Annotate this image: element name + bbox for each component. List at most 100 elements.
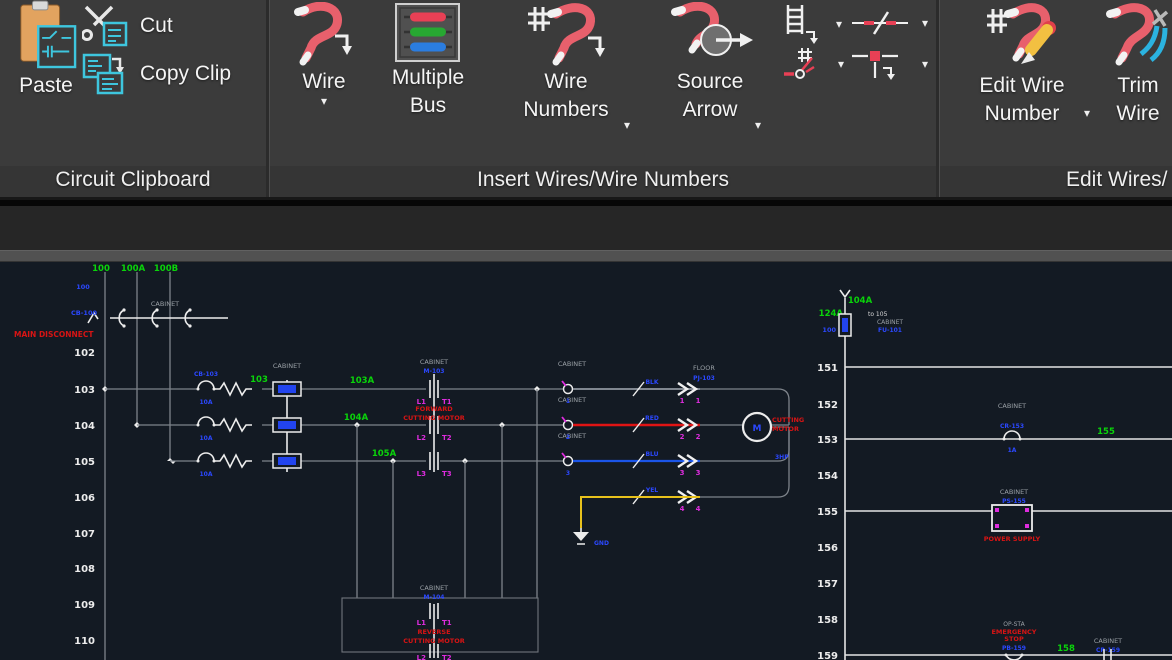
- chevron-down-icon[interactable]: ▾: [1084, 106, 1091, 120]
- wire-color-label: BLK: [645, 379, 658, 386]
- terminal-label: L3: [417, 470, 426, 478]
- terminal-tag: 2: [566, 434, 570, 441]
- wire-label: Wire: [302, 70, 346, 93]
- location-label: OP-STA: [1003, 621, 1025, 628]
- terminal-tag: 1A: [1008, 447, 1017, 454]
- component-tag: PB-159: [1002, 645, 1026, 652]
- description-label: CUTTING MOTOR: [403, 414, 464, 422]
- cut-button[interactable]: Cut: [82, 4, 173, 48]
- rung-number: 106: [74, 493, 95, 504]
- rating-tag: 10A: [200, 471, 213, 478]
- wire-tag: 100: [76, 283, 90, 291]
- wire-tee-icon: [852, 51, 898, 80]
- ladder-icon: [786, 5, 818, 44]
- component-tag: CR-153: [1000, 423, 1024, 430]
- trim-wire-label-2: Wire: [1116, 102, 1160, 125]
- chevron-down-icon[interactable]: ▾: [320, 94, 328, 108]
- conductor-number: 4: [680, 505, 685, 513]
- rung-104: 10A 104A: [134, 413, 563, 442]
- drawing-title-band: [0, 250, 1172, 262]
- location-label: CABINET: [877, 319, 903, 326]
- component-tag: CB-100: [71, 309, 97, 317]
- trim-wire-button[interactable]: Trim Wire: [1098, 2, 1172, 128]
- description-label: EMERGENCY: [991, 628, 1036, 636]
- component-tag: M-104: [424, 594, 445, 601]
- rung-number: 110: [74, 636, 95, 647]
- wire-number: 103: [250, 375, 268, 385]
- chevron-down-icon[interactable]: ▾: [922, 57, 929, 71]
- ground-wire: GND: [573, 496, 700, 547]
- source-reference: to 105: [868, 311, 888, 318]
- location-label: CABINET: [558, 396, 586, 404]
- rung-number: 153: [817, 435, 838, 446]
- right-ladder: 104A 124A to 105 CABINET FU-101 100: [819, 289, 1172, 660]
- bus-wire-number: 100A: [121, 264, 146, 274]
- motor-letter: M: [753, 424, 762, 434]
- chevron-down-icon[interactable]: ▾: [624, 118, 631, 132]
- terminal-tag: 3: [566, 470, 570, 477]
- conductor-number: 1: [696, 397, 701, 405]
- chevron-down-icon[interactable]: ▾: [755, 118, 762, 132]
- rating-tag: 10A: [200, 435, 213, 442]
- paste-button[interactable]: Paste: [4, 0, 88, 162]
- location-label: CABINET: [273, 362, 301, 370]
- chevron-down-icon[interactable]: ▾: [836, 17, 843, 31]
- right-rung-numbers: 151 152 153 154 155 156 157 158 159: [817, 363, 838, 660]
- trim-wire-label-1: Trim: [1117, 74, 1159, 97]
- insert-ladder-button[interactable]: ▾: [782, 4, 842, 44]
- copy-clip-button[interactable]: Copy Clip: [82, 52, 231, 96]
- rung-number: 156: [817, 543, 838, 554]
- reversing-circuit: CABINET M-104 L1 T1 REVERSE CUTTING MOTO…: [341, 386, 540, 660]
- wire-tag: 100: [822, 326, 836, 334]
- chevron-down-icon[interactable]: ▾: [922, 16, 929, 30]
- paste-label: Paste: [19, 74, 73, 97]
- relay-contact-153: CABINET CR-153 1A 155: [998, 402, 1115, 454]
- rung-number: 107: [74, 529, 95, 540]
- terminal-label: L2: [417, 434, 426, 442]
- panel-separator: [936, 0, 940, 197]
- location-label: CABINET: [558, 360, 586, 368]
- terminal-label: T3: [442, 470, 452, 478]
- description-label: FORWARD: [415, 405, 453, 413]
- description-label: STOP: [1004, 635, 1024, 643]
- cable-marker-arrows: 1 1 2 2 3 3 4 4: [677, 382, 701, 513]
- description-label: REVERSE: [417, 628, 450, 636]
- motor-label: CUTTING: [772, 416, 804, 424]
- rung-number: 159: [817, 651, 838, 660]
- panel-title-edit-wires: Edit Wires/: [1066, 168, 1168, 191]
- panel-title-circuit-clipboard: Circuit Clipboard: [55, 168, 211, 191]
- wire-number: 105A: [372, 449, 397, 459]
- wire-number-leader-button[interactable]: ▾: [782, 46, 844, 82]
- copy-clip-icon: [82, 53, 124, 95]
- description-label: POWER SUPPLY: [984, 535, 1041, 543]
- rung-105: 10A 105A: [167, 449, 563, 478]
- ribbon: Paste Cut Copy Clip Circuit Clipboard: [0, 0, 1172, 200]
- wire-numbers-button[interactable]: Wire Numbers: [496, 2, 636, 124]
- wire-tee-button[interactable]: ▾: [850, 46, 928, 82]
- main-disconnect-symbol: 100 CB-100 CABINET MAIN DISCONNECT: [14, 283, 228, 339]
- cut-wire-button[interactable]: ▾: [850, 8, 928, 38]
- description-label: CUTTING MOTOR: [403, 637, 464, 645]
- drawing-canvas[interactable]: 100 100A 100B 102 103 104 105 106 107 10…: [0, 262, 1172, 660]
- terminal-label: L1: [417, 398, 426, 406]
- wire-button[interactable]: Wire ▾: [282, 2, 366, 108]
- rung-number: 151: [817, 363, 838, 374]
- scissors-cut-icon: [82, 5, 128, 47]
- wire-number: 104A: [848, 296, 873, 306]
- multiple-bus-button[interactable]: Multiple Bus: [372, 2, 484, 120]
- wire-number: 103A: [350, 376, 375, 386]
- rung-number: 104: [74, 421, 95, 432]
- forward-contactor: CABINET M-103 L1 T1 L2 T2 L3 T3 FORWARD …: [403, 358, 464, 478]
- terminal-strip: CABINET: [272, 362, 302, 472]
- terminal-tag: 1: [566, 398, 570, 405]
- edit-wire-number-button[interactable]: Edit Wire Number: [952, 2, 1092, 128]
- rung-number: 158: [817, 615, 838, 626]
- source-arrow-button[interactable]: Source Arrow: [646, 2, 774, 124]
- wire-number-leader-icon: [784, 48, 815, 79]
- chevron-down-icon[interactable]: ▾: [838, 57, 845, 71]
- component-tag: CB-103: [194, 371, 218, 378]
- component-tag: CR-159: [1096, 647, 1120, 654]
- conductor-number: 3: [696, 469, 701, 477]
- rung-number: 102: [74, 348, 95, 359]
- bus-wire-number: 100B: [154, 264, 178, 274]
